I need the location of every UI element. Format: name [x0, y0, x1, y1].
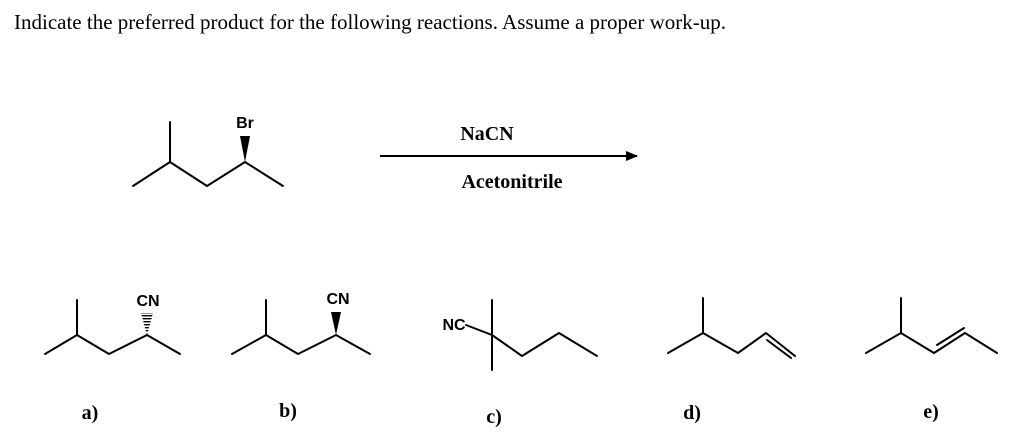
- choice-c-structure: NC: [442, 299, 598, 371]
- choice-d-structure: [667, 297, 796, 359]
- wedge-bond: [331, 312, 341, 335]
- hash-bond: [141, 313, 153, 335]
- choice-a-structure: CN: [44, 293, 181, 355]
- reagent-below: Acetonitrile: [461, 171, 562, 193]
- choice-a-label: a): [82, 402, 99, 424]
- choice-b-structure: CN: [231, 291, 371, 355]
- choice-b-nitrile-label: CN: [326, 291, 349, 308]
- choice-c-nitrile-label: NC: [442, 317, 466, 334]
- wedge-bond: [240, 136, 250, 162]
- choice-a-nitrile-label: CN: [136, 293, 159, 310]
- choice-e-structure: [865, 297, 998, 354]
- choice-b-label: b): [279, 400, 297, 422]
- choice-e-label: e): [923, 401, 939, 423]
- reactant-structure: Br: [132, 115, 284, 187]
- choice-c-label: c): [486, 406, 502, 428]
- reactant-bromine-label: Br: [236, 115, 254, 132]
- reaction-arrow-group: NaCN Acetonitrile: [380, 123, 638, 193]
- question-text: Indicate the preferred product for the f…: [14, 10, 727, 34]
- reagent-above: NaCN: [460, 123, 514, 145]
- choice-d-label: d): [683, 402, 701, 424]
